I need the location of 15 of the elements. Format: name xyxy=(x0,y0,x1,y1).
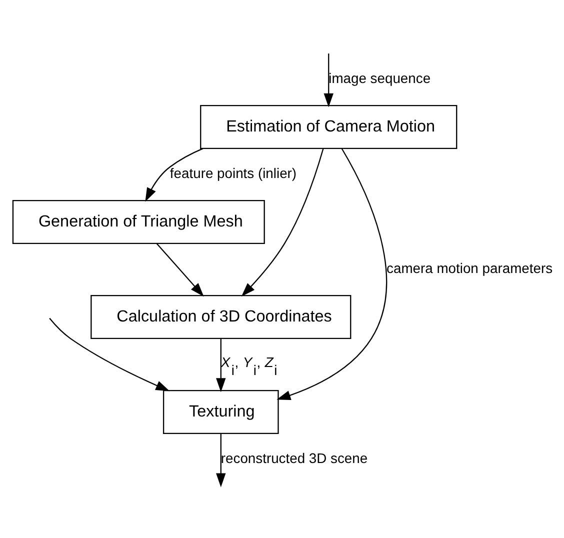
node-box: Estimation of Camera Motion xyxy=(200,104,458,149)
arrow xyxy=(241,148,324,296)
edge-label: image sequence xyxy=(328,70,431,86)
edge-label: reconstructed 3D scene xyxy=(220,450,368,466)
edge-label: feature points (inlier) xyxy=(170,164,297,181)
arrow xyxy=(145,148,204,202)
arrow xyxy=(324,53,334,107)
arrow xyxy=(276,148,387,400)
node-box: Calculation of 3D Coordinates xyxy=(90,294,352,338)
arrow xyxy=(216,433,226,487)
arrow xyxy=(156,242,204,296)
node-box: Texturing xyxy=(162,389,279,434)
arrow xyxy=(49,317,170,391)
edge-label: camera motion parameters xyxy=(386,260,553,276)
node-box: Generation of Triangle Mesh xyxy=(12,200,265,244)
